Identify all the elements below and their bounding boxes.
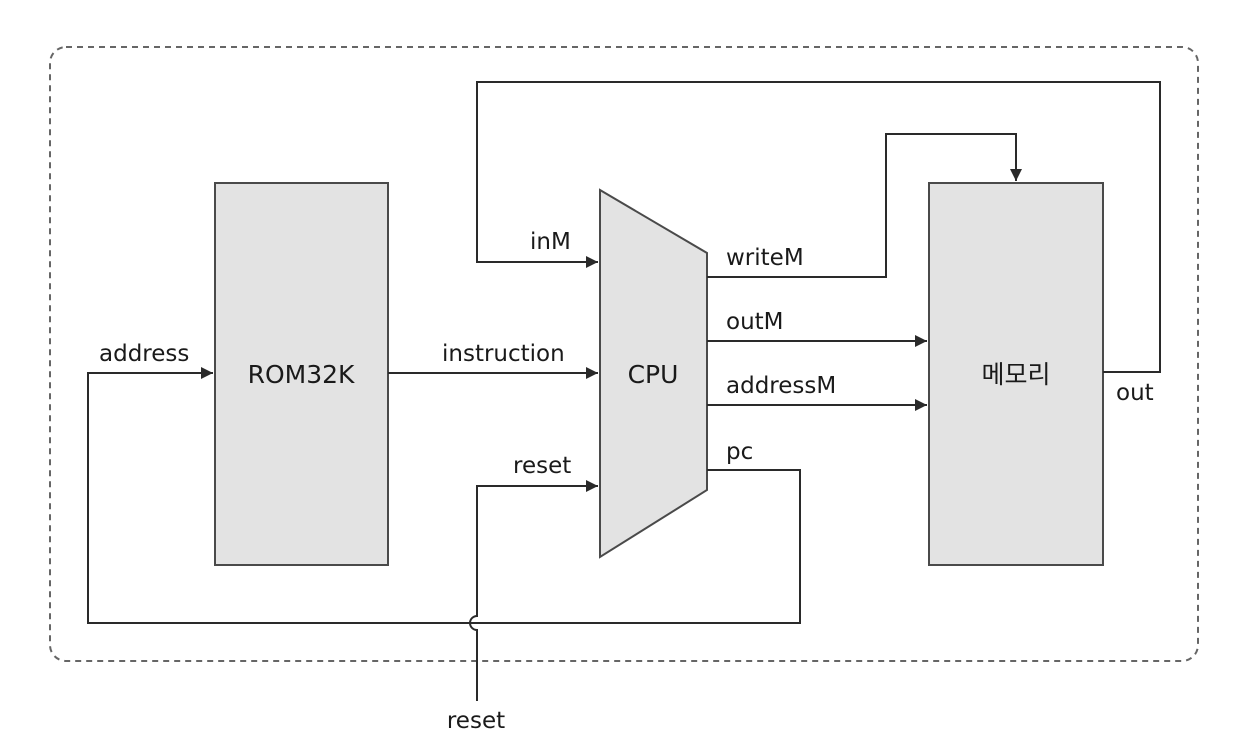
reset-wire (469, 480, 598, 701)
inm-label: inM (530, 229, 571, 255)
out-label: out (1116, 380, 1154, 406)
rom32k-block (214, 182, 389, 566)
writem-label: writeM (726, 245, 804, 271)
cpu-block (599, 188, 708, 559)
reset-external-label: reset (447, 708, 505, 734)
cpu-label: CPU (628, 360, 679, 389)
memory-label: 메모리 (981, 360, 1050, 389)
reset-in-label: reset (513, 453, 571, 479)
writem-wire (707, 133, 1022, 278)
pc-label: pc (726, 439, 753, 465)
address-label: address (99, 341, 189, 367)
memory-block (928, 182, 1104, 566)
instruction-label: instruction (442, 341, 565, 367)
rom32k-label: ROM32K (248, 360, 355, 389)
outm-label: outM (726, 309, 784, 335)
addressm-label: addressM (726, 373, 836, 399)
pc-to-address-wire (87, 367, 801, 624)
computer-boundary (49, 46, 1199, 662)
out-to-inm-wire (476, 81, 1161, 373)
